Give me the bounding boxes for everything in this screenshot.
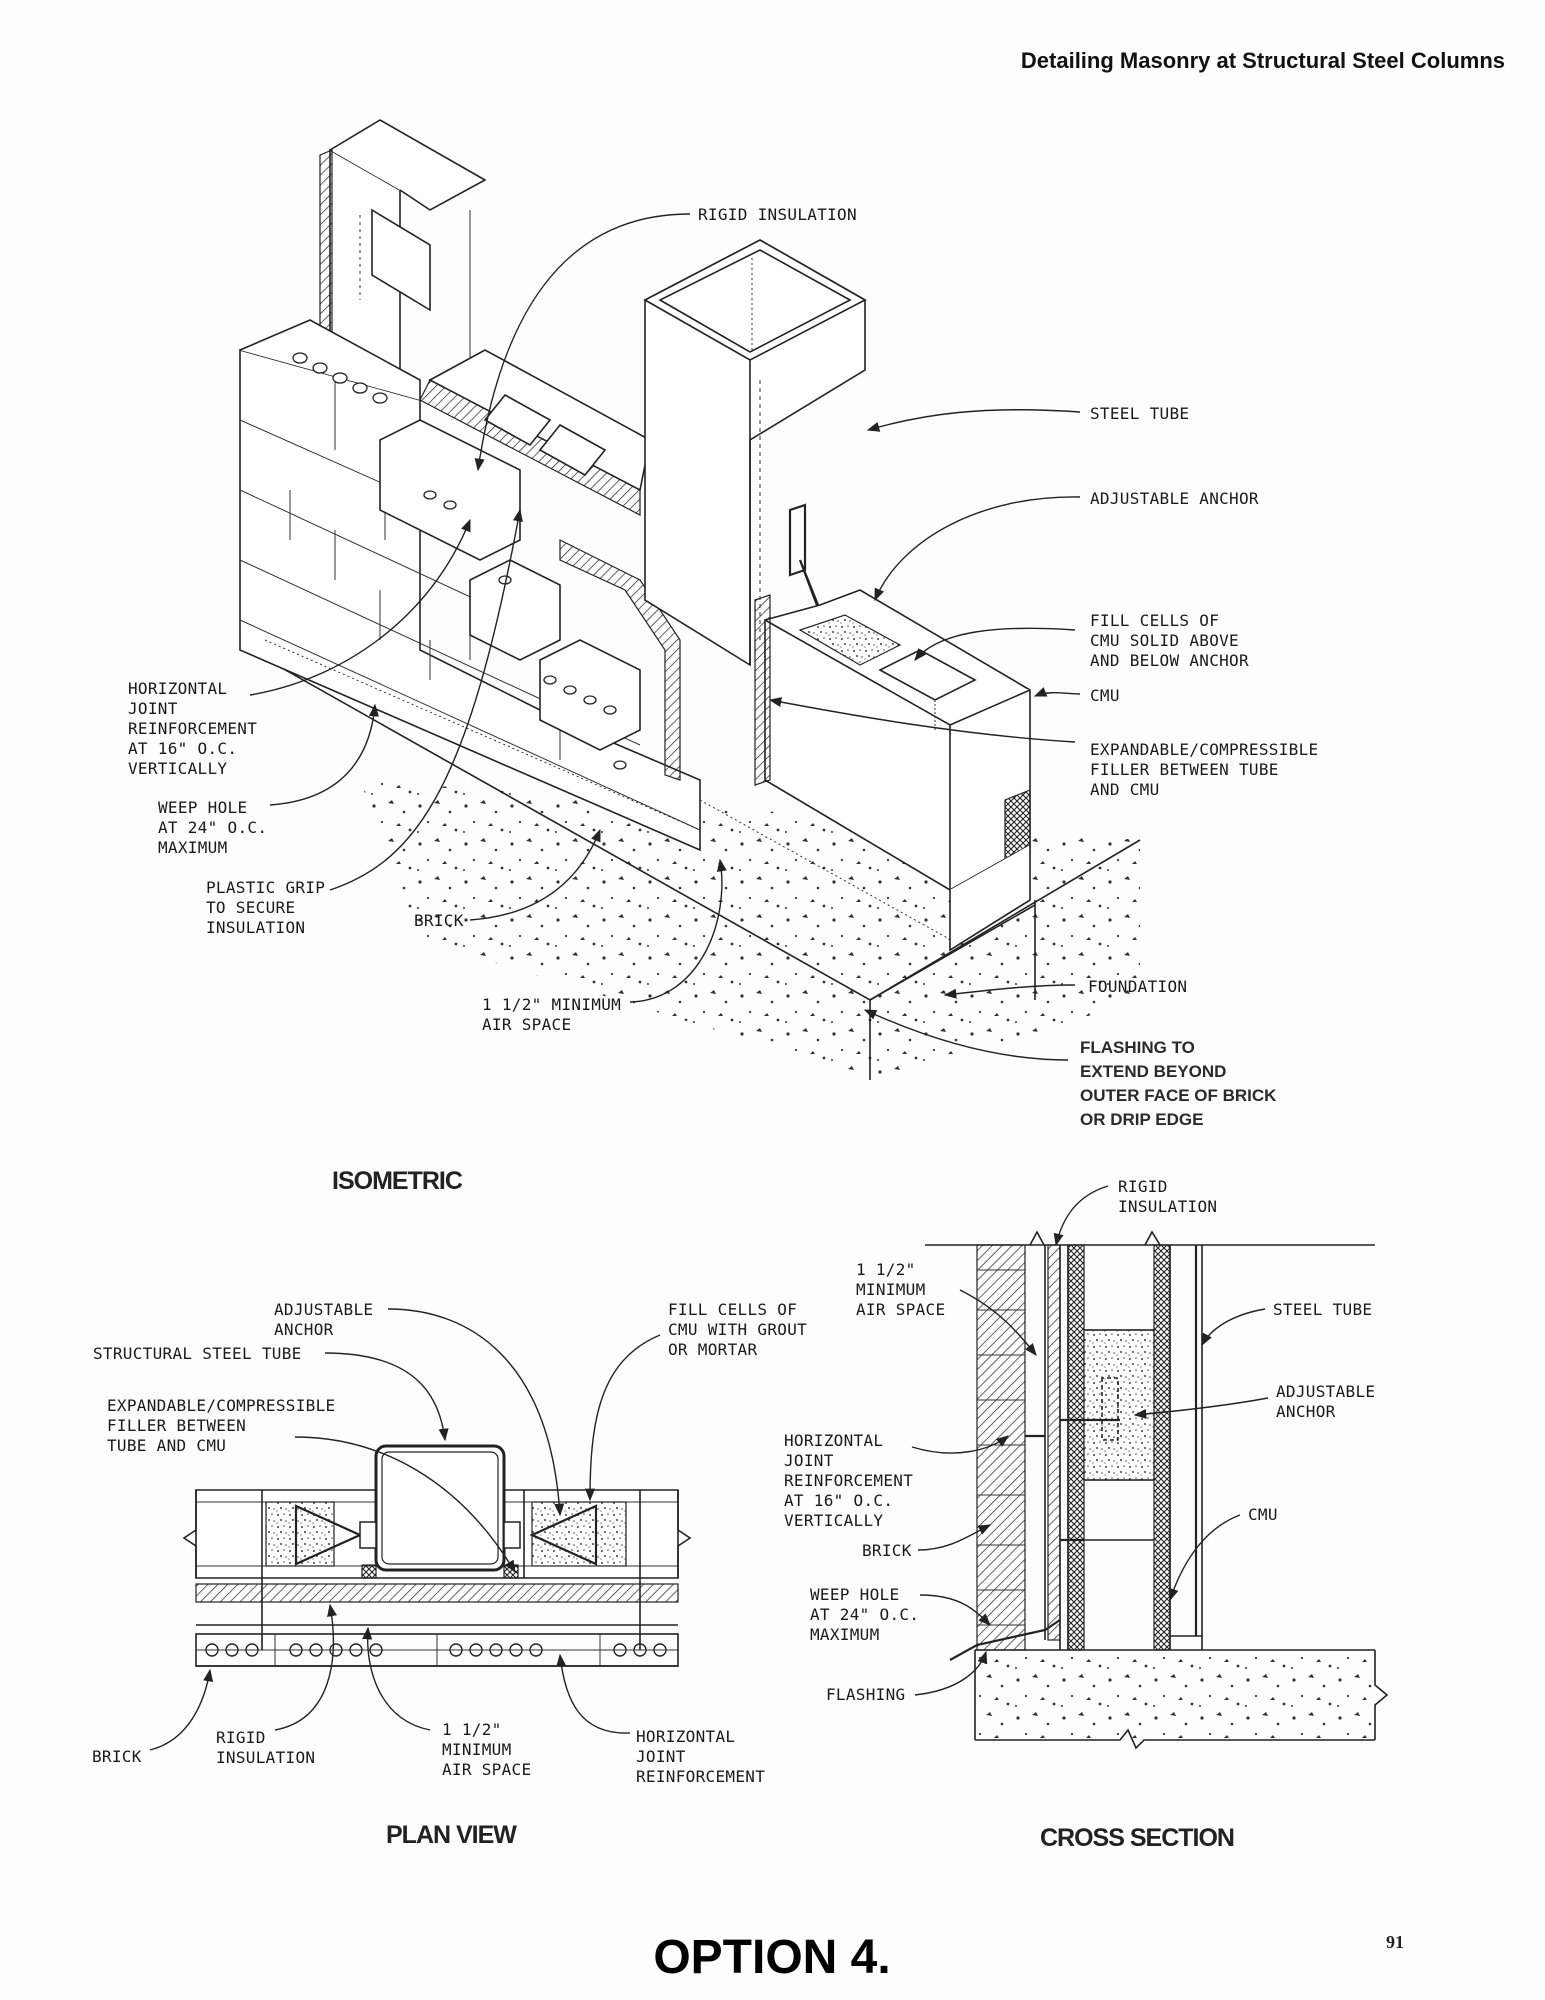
- section-label-brick: BRICK: [862, 1541, 912, 1560]
- cross-section-title: CROSS SECTION: [1040, 1824, 1234, 1852]
- header-title: Detailing Masonry at Structural Steel Co…: [1021, 48, 1505, 73]
- iso-label-air-space: 1 1/2" MINIMUM AIR SPACE: [482, 995, 631, 1034]
- iso-label-foundation: FOUNDATION: [1088, 977, 1187, 996]
- section-label-air-space: 1 1/2" MINIMUM AIR SPACE: [856, 1260, 945, 1319]
- plan-label-fill-cells: FILL CELLS OF CMU WITH GROUT OR MORTAR: [668, 1300, 817, 1359]
- section-label-cmu: CMU: [1248, 1505, 1278, 1524]
- isometric-cmu-holes: [292, 352, 627, 770]
- section-label-steel-tube: STEEL TUBE: [1273, 1300, 1372, 1319]
- plan-label-rigid-insulation: RIGID INSULATION: [216, 1728, 315, 1767]
- iso-label-plastic-grip: PLASTIC GRIP TO SECURE INSULATION: [206, 878, 335, 937]
- cross-section-labels: RIGID INSULATION 1 1/2" MINIMUM AIR SPAC…: [784, 1177, 1385, 1852]
- plan-label-adjustable-anchor: ADJUSTABLE ANCHOR: [274, 1300, 383, 1339]
- section-label-flashing: FLASHING: [826, 1685, 905, 1704]
- plan-rigid-insulation: [195, 1583, 679, 1603]
- plan-label-structural-steel-tube: STRUCTURAL STEEL TUBE: [93, 1344, 302, 1363]
- page-number: 91: [1386, 1932, 1404, 1952]
- section-rigid-insulation: [1047, 1244, 1061, 1641]
- iso-label-steel-tube: STEEL TUBE: [1090, 404, 1189, 423]
- option-title: OPTION 4.: [653, 1931, 890, 1984]
- section-label-joint-reinforcement: HORIZONTAL JOINT REINFORCEMENT AT 16" O.…: [784, 1431, 923, 1530]
- iso-label-brick: BRICK: [414, 911, 464, 930]
- plan-label-brick: BRICK: [92, 1747, 142, 1766]
- plan-view-title: PLAN VIEW: [386, 1821, 517, 1849]
- iso-label-weep-hole: WEEP HOLE AT 24" O.C. MAXIMUM: [158, 798, 277, 857]
- section-label-rigid-insulation: RIGID INSULATION: [1118, 1177, 1217, 1216]
- plan-view-labels: ADJUSTABLE ANCHOR STRUCTURAL STEEL TUBE …: [92, 1300, 817, 1849]
- iso-label-flashing: FLASHING TO EXTEND BEYOND OUTER FACE OF …: [1080, 1038, 1281, 1129]
- plan-label-joint-reinforcement: HORIZONTAL JOINT REINFORCEMENT: [636, 1727, 765, 1786]
- section-foundation: [975, 1650, 1375, 1740]
- plan-steel-tube: [374, 1444, 506, 1572]
- isometric-leaders: [249, 213, 1081, 1061]
- plan-view-drawing: [182, 1444, 692, 1667]
- iso-label-adjustable-anchor: ADJUSTABLE ANCHOR: [1090, 489, 1259, 508]
- plan-label-air-space: 1 1/2" MINIMUM AIR SPACE: [442, 1720, 531, 1779]
- iso-title: ISOMETRIC: [332, 1167, 463, 1195]
- iso-label-cmu: CMU: [1090, 686, 1120, 705]
- isometric-labels: RIGID INSULATION STEEL TUBE ADJUSTABLE A…: [128, 205, 1328, 1195]
- iso-label-filler: EXPANDABLE/COMPRESSIBLE FILLER BETWEEN T…: [1090, 740, 1328, 799]
- cross-section-drawing: [925, 1230, 1389, 1750]
- iso-label-joint-reinforcement: HORIZONTAL JOINT REINFORCEMENT AT 16" O.…: [128, 679, 267, 778]
- plan-view-leaders: [149, 1308, 661, 1751]
- isometric-drawing: [239, 119, 1141, 1080]
- plan-label-filler: EXPANDABLE/COMPRESSIBLE FILLER BETWEEN T…: [107, 1396, 345, 1455]
- iso-label-fill-cells: FILL CELLS OF CMU SOLID ABOVE AND BELOW …: [1090, 611, 1249, 670]
- cross-section-leaders: [911, 1185, 1269, 1696]
- iso-label-rigid-insulation: RIGID INSULATION: [698, 205, 857, 224]
- isometric-cmu: [764, 589, 1031, 891]
- section-label-weep-hole: WEEP HOLE AT 24" O.C. MAXIMUM: [810, 1585, 929, 1644]
- section-label-adjustable-anchor: ADJUSTABLE ANCHOR: [1276, 1382, 1385, 1421]
